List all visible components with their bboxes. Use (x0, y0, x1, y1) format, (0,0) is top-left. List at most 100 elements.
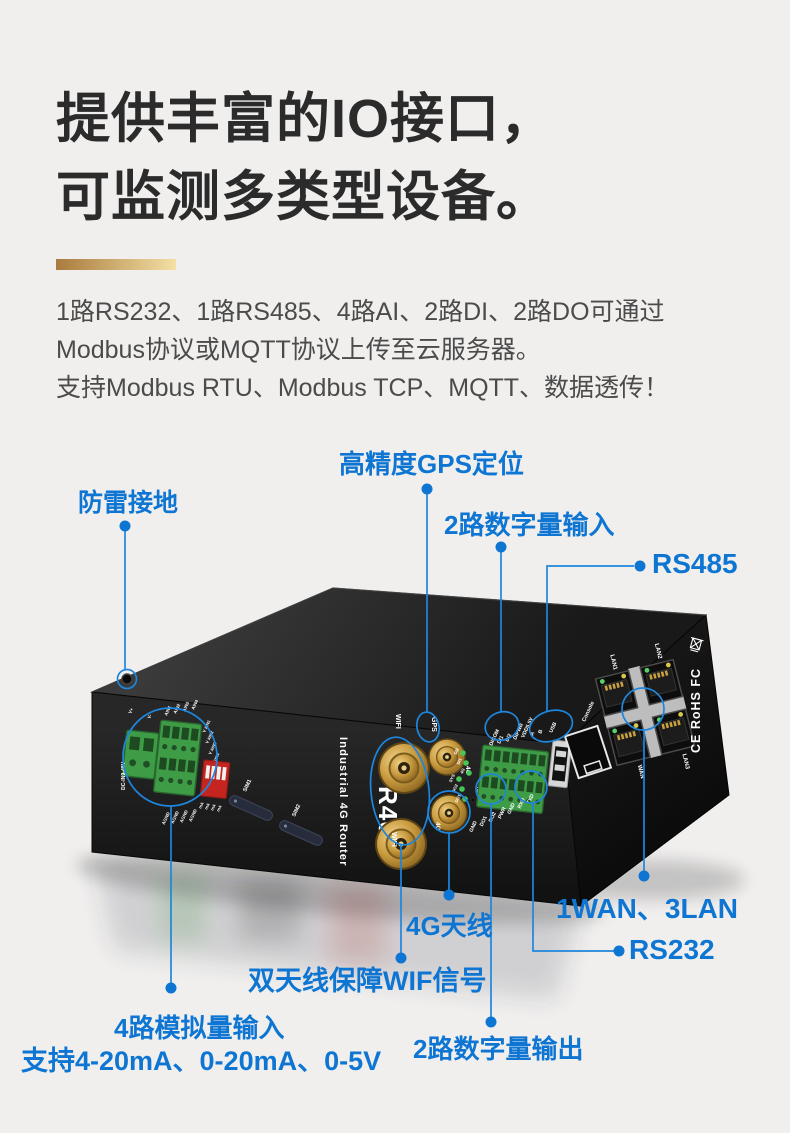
vain-label: V AIN2 (204, 730, 214, 745)
highlight-rs485-usb (528, 709, 574, 743)
power-pin-label: V+ (127, 707, 134, 715)
io-bottom-label: PWR (497, 806, 508, 820)
callout-label-rs485: RS485 (652, 548, 738, 579)
agnd-label: AGND (161, 811, 171, 826)
product-name-text: Industrial 4G Router (337, 737, 349, 867)
led-label: DI2 (453, 747, 461, 756)
usb-port (547, 739, 573, 789)
eth-label-lan1: LAN1 (608, 654, 618, 671)
callout-label-analog-input-title: 4路模拟量输入 (114, 1013, 285, 1043)
sim1-slot (229, 795, 273, 821)
callout-dot-digital-input (495, 541, 507, 553)
sim2-label: SIM2 (291, 804, 302, 818)
sim1-label: SIM1 (242, 779, 253, 793)
callout-label-gps: 高精度GPS定位 (339, 449, 524, 479)
console-port (563, 724, 613, 780)
highlight-wifi-antennas (369, 736, 431, 846)
highlight-ground-screw (116, 668, 138, 690)
callout-label-digital-input: 2路数字量输入 (444, 510, 615, 540)
cert-text: CE RoHS FC (689, 668, 703, 753)
callout-dots (119, 483, 650, 1028)
callout-dot-4g-antenna (443, 889, 455, 901)
power-voltage-label: DC-IN9-48V (121, 761, 127, 790)
ain-label: AIN4 (190, 699, 199, 711)
vain-label: V AIN3 (207, 741, 217, 756)
title-line-2: 可监测多类型设备。 (56, 167, 551, 227)
callout-dot-rs485 (634, 560, 646, 572)
vain-label: V AIN4 (210, 752, 220, 767)
callout-label-wifi-antenna: 双天线保障WIF信号 (248, 966, 487, 996)
agnd-label: AGND (170, 810, 180, 825)
usb-label: USB (548, 721, 558, 734)
power-pin-label: V- (146, 713, 153, 719)
io-bottom-label: DO2 (488, 811, 498, 823)
eth-label-lan2: LAN2 (653, 643, 663, 660)
weee-icon (689, 636, 704, 653)
callout-line-rs232 (532, 803, 614, 952)
led-label: DI1 (456, 757, 464, 766)
callout-dot-ground (119, 520, 131, 532)
wifi-label-bottom: WIFI (390, 832, 397, 847)
led-label: DO2 (451, 783, 459, 794)
callout-line-rs485 (546, 565, 634, 711)
callout-label-wan-lan: 1WAN、3LAN (556, 893, 739, 924)
callout-label-lightning-ground: 防雷接地 (78, 489, 179, 517)
desc-line-2: Modbus协议或MQTT协议上传至云服务器。 (56, 336, 541, 364)
power-terminal (121, 729, 160, 780)
led-label: SYS (448, 773, 456, 783)
led-label: 4G (459, 767, 466, 774)
ain-label: AIN3 (181, 701, 190, 713)
dip-ma-label: mA (197, 801, 204, 809)
ain-label: AIN1 (163, 705, 172, 717)
callout-label-4g-antenna: 4G天线 (406, 911, 493, 941)
dip-switch (199, 759, 231, 799)
highlight-digital-input (484, 710, 520, 742)
callout-lines (124, 491, 645, 1018)
callout-dot-wifi-antenna (395, 952, 407, 964)
analog-input-terminal (152, 719, 203, 797)
io-bottom-label: RXD (517, 797, 527, 810)
highlight-gps (415, 711, 441, 743)
io-bottom-label: GND (507, 802, 517, 815)
callout-label-digital-output: 2路数字量输出 (413, 1034, 584, 1064)
dip-ma-label: mA (209, 803, 216, 811)
router-photo: V+ V- DC-IN9-48V AIN1 AIN2 AIN3 AIN4 AGN… (90, 587, 730, 907)
g4-label-top: 4G (464, 766, 471, 775)
title-line-1: 提供丰富的IO接口， (56, 89, 556, 149)
highlight-circles (116, 668, 665, 846)
io-bottom-label: DO1 (479, 815, 489, 827)
dip-ma-label: mA (203, 802, 210, 810)
desc-line-1: 1路RS232、1路RS485、4路AI、2路DI、2路DO可通过 (56, 298, 665, 326)
io-top-label: A (529, 731, 536, 737)
callout-dot-gps (421, 483, 433, 495)
io-top-label: B (537, 729, 544, 735)
eth-label-lan3: LAN3 (680, 753, 690, 770)
agnd-label: AGND (188, 808, 198, 823)
highlight-rs232 (514, 770, 548, 804)
dip-ma-label: mA (215, 804, 222, 812)
gps-label: GPS (430, 717, 437, 732)
gold-divider (56, 259, 176, 270)
desc-line-3: 支持Modbus RTU、Modbus TCP、MQTT、数据透传！ (56, 374, 670, 402)
callout-dot-wan-lan (638, 870, 650, 882)
wifi-label-top: WIFI (394, 714, 401, 729)
io-terminal-block (476, 744, 550, 815)
callout-label-analog-input-sub: 支持4-20mA、0-20mA、0-5V (21, 1046, 382, 1076)
callout-dot-digital-output (485, 1016, 497, 1028)
wifi-antenna-connector-top (378, 742, 430, 794)
callout-label-rs232: RS232 (629, 934, 715, 965)
page-title: 提供丰富的IO接口， 可监测多类型设备。 (56, 80, 555, 236)
g4-label-bottom: 4G (434, 822, 441, 831)
callout-dot-analog-input (165, 982, 177, 994)
sim2-slot (279, 820, 323, 846)
highlight-lan-ports (621, 687, 665, 731)
io-bottom-label: GND (469, 820, 479, 833)
product-description: 1路RS232、1路RS485、4路AI、2路DI、2路DO可通过 Modbus… (56, 293, 669, 407)
grounding-screw (121, 673, 133, 685)
io-bottom-label: TXD (526, 793, 536, 805)
led-label: DO1 (454, 793, 462, 804)
eth-label-wan: WAN (636, 764, 645, 779)
callout-dot-rs232 (613, 945, 625, 957)
